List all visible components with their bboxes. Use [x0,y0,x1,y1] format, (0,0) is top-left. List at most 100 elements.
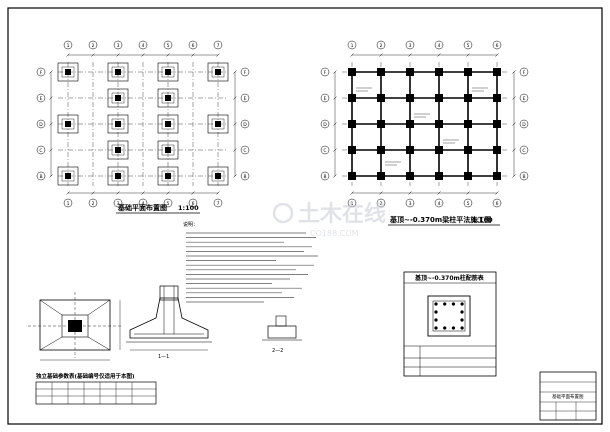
column-block [348,172,356,180]
left-plan-scale: 1:100 [178,204,199,212]
column-block [165,173,171,179]
axis-bubble [463,40,473,50]
axis-label: 2 [92,201,95,207]
axis-label: D [323,122,327,128]
axis-label: E [324,96,327,102]
axis-bubble [213,198,223,208]
column-table-title: 基顶~-0.370m柱配筋表 [414,274,485,282]
axis-label: 4 [438,201,441,207]
column-block [464,120,472,128]
column-block [165,69,171,75]
axis-label: C [243,148,246,154]
axis-bubble [376,198,386,208]
axis-bubble [240,93,250,103]
footing-outline [107,140,129,160]
axis-bubble [113,40,123,50]
column-block [165,121,171,127]
column-block [377,172,385,180]
footing-outline [157,88,179,108]
axis-bubble [240,145,250,155]
column-block [348,146,356,154]
axis-label: 2 [92,43,95,49]
column-block [165,95,171,101]
notes-text-block [186,232,318,303]
footing-outline [107,62,129,82]
watermark: 土木在线 CO188.COM [272,201,386,238]
axis-bubble [519,171,529,181]
axis-bubble [320,93,330,103]
axis-bubble [163,40,173,50]
axis-bubble [36,119,46,129]
axis-label: D [522,122,526,128]
axis-bubble [376,40,386,50]
left-plan-dimensions [49,53,237,195]
left-plan-grid [58,62,228,186]
axis-label: 6 [192,201,195,207]
column-stirrup [432,300,466,332]
axis-bubble [188,40,198,50]
axis-bubble [138,40,148,50]
column-block [493,146,501,154]
axis-label: C [323,148,326,154]
axis-bubble [347,40,357,50]
section-2-2-detail: 2—2 [262,315,302,354]
axis-label: 2 [380,201,383,207]
axis-label: B [323,174,326,180]
column-block [464,94,472,102]
axis-label: F [324,70,327,76]
column-block [377,146,385,154]
axis-bubble [88,40,98,50]
column-block [493,172,501,180]
column-block [493,94,501,102]
column-block [215,69,221,75]
axis-bubble [113,198,123,208]
axis-bubble [320,67,330,77]
axis-label: 3 [117,43,120,49]
axis-bubble [320,171,330,181]
section-2-label: 2—2 [272,348,283,354]
axis-label: 5 [167,43,170,49]
axis-bubble [36,145,46,155]
footing-table-title: 独立基础参数表(基础编号仅适用于本图) [35,372,135,380]
column-block [377,68,385,76]
axis-label: 6 [496,201,499,207]
right-plan-dimensions [333,53,516,195]
axis-bubble [519,67,529,77]
column-block [115,121,121,127]
axis-label: F [40,70,43,76]
axis-bubble [240,67,250,77]
axis-bubble [213,40,223,50]
footing-parameter-table: 独立基础参数表(基础编号仅适用于本图) [35,372,157,405]
column-block [406,94,414,102]
column-block [464,68,472,76]
axis-label: C [522,148,525,154]
axis-bubble [188,198,198,208]
column-block [464,146,472,154]
right-plan-scale: 1:100 [472,216,493,224]
axis-bubble [434,198,444,208]
footing-outline [107,114,129,134]
column-block [215,173,221,179]
axis-label: C [39,148,42,154]
axis-bubble [405,40,415,50]
column-block [435,146,443,154]
axis-label: 3 [117,201,120,207]
axis-label: E [244,96,247,102]
axis-label: B [522,174,525,180]
column-block [435,120,443,128]
footing-outline [107,166,129,186]
footing-outline [157,166,179,186]
column-block [215,121,221,127]
footing-outline [207,62,229,82]
axis-label: 7 [217,43,220,49]
column-block [435,94,443,102]
section-1-label: 1—1 [158,354,169,360]
axis-bubble [240,119,250,129]
column-block [115,69,121,75]
column-block [435,68,443,76]
axis-label: D [39,122,43,128]
axis-bubble [492,40,502,50]
